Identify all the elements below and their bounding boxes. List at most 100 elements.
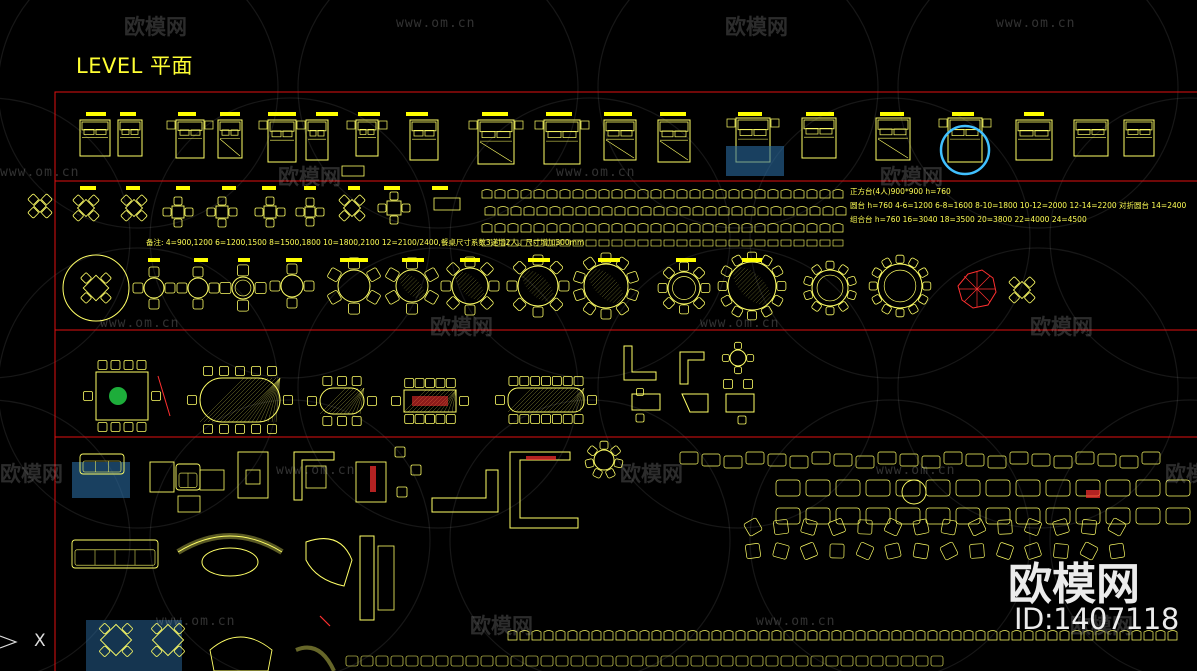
armchair bbox=[1167, 630, 1178, 641]
chair bbox=[771, 265, 784, 278]
lounge-chair bbox=[800, 542, 818, 560]
loveseat bbox=[925, 479, 951, 497]
hatch bbox=[592, 272, 606, 286]
label-bar bbox=[406, 112, 428, 116]
runner bbox=[412, 396, 448, 406]
label-bar bbox=[86, 112, 106, 116]
label-bar bbox=[262, 186, 276, 190]
stool bbox=[728, 239, 740, 247]
chair bbox=[307, 396, 317, 406]
chair bbox=[693, 297, 706, 310]
stool bbox=[611, 239, 623, 247]
chair bbox=[276, 207, 286, 217]
armchair bbox=[679, 206, 691, 216]
label-bar bbox=[604, 112, 632, 116]
armchair bbox=[689, 189, 701, 199]
chair bbox=[121, 645, 133, 657]
chair bbox=[354, 194, 366, 206]
chair bbox=[410, 464, 422, 476]
hatch bbox=[741, 275, 759, 293]
chair bbox=[895, 254, 905, 264]
hatch bbox=[327, 387, 355, 415]
chair bbox=[120, 210, 132, 222]
armchair bbox=[723, 630, 734, 641]
lounge-chair bbox=[745, 543, 761, 559]
stool bbox=[780, 655, 794, 667]
chair bbox=[868, 281, 878, 291]
chair bbox=[173, 623, 185, 635]
chair bbox=[348, 257, 360, 270]
diagonal-table-set bbox=[27, 193, 53, 219]
chair bbox=[530, 376, 541, 386]
bed-headboard bbox=[269, 121, 295, 132]
round-table-set bbox=[132, 266, 176, 310]
armchair bbox=[481, 189, 493, 199]
chair bbox=[83, 391, 93, 401]
hatch bbox=[275, 377, 281, 423]
blanket-fold bbox=[219, 138, 241, 157]
stool bbox=[624, 239, 636, 247]
watermark-brand: 欧模网 bbox=[880, 165, 943, 189]
chair bbox=[305, 197, 315, 207]
hatch bbox=[458, 274, 470, 286]
bed-symbol bbox=[166, 119, 214, 159]
watermark-circle bbox=[149, 399, 431, 671]
chair bbox=[354, 210, 366, 222]
chair bbox=[803, 290, 814, 300]
bed-symbol bbox=[409, 119, 439, 161]
stool bbox=[572, 239, 584, 247]
diagonal-table-set bbox=[1008, 276, 1036, 304]
hatch bbox=[601, 281, 618, 298]
chair bbox=[592, 468, 603, 479]
armchair bbox=[1131, 630, 1142, 641]
lounge-chair bbox=[1081, 519, 1097, 535]
loveseat bbox=[1135, 507, 1161, 525]
round-table-top bbox=[187, 277, 209, 299]
hatch bbox=[593, 273, 609, 289]
sofa-frame bbox=[79, 453, 125, 475]
lounge-chair bbox=[743, 517, 763, 537]
armchair bbox=[639, 630, 650, 641]
stool bbox=[360, 655, 374, 667]
square-table bbox=[32, 198, 48, 214]
chair bbox=[136, 210, 148, 222]
curved-sofa-edge bbox=[177, 535, 283, 553]
chair bbox=[662, 297, 675, 310]
hatch bbox=[455, 271, 464, 280]
loveseat bbox=[835, 479, 861, 497]
hatch bbox=[331, 387, 359, 415]
armchair bbox=[687, 630, 698, 641]
umbrella-rib bbox=[964, 288, 978, 302]
ottoman bbox=[899, 453, 919, 467]
chair bbox=[825, 260, 835, 270]
armchair bbox=[771, 630, 782, 641]
bed-symbol bbox=[534, 119, 590, 165]
chair bbox=[635, 413, 645, 423]
chair bbox=[136, 194, 148, 206]
watermark-brand: 欧模网 bbox=[620, 462, 683, 486]
layout-frame bbox=[54, 91, 1197, 671]
bed-frame bbox=[117, 119, 143, 157]
chair bbox=[100, 292, 112, 304]
bed-frame bbox=[175, 119, 205, 159]
round-table-set bbox=[327, 257, 381, 315]
sofa-symbol bbox=[175, 463, 201, 491]
armchair bbox=[741, 223, 753, 233]
pillow bbox=[965, 129, 979, 136]
label-bar bbox=[742, 258, 762, 262]
armchair bbox=[702, 223, 714, 233]
watermark-brand: 欧模网 bbox=[278, 165, 341, 189]
armchair bbox=[987, 630, 998, 641]
lounge-chair bbox=[1024, 542, 1042, 560]
loveseat bbox=[835, 507, 861, 525]
centerpiece bbox=[109, 387, 127, 405]
armchair bbox=[692, 206, 704, 216]
armchair bbox=[562, 206, 574, 216]
stool bbox=[795, 655, 809, 667]
chair bbox=[72, 194, 84, 206]
chair bbox=[519, 376, 530, 386]
rect-table-set bbox=[307, 376, 377, 426]
armchair bbox=[1011, 630, 1022, 641]
stool bbox=[765, 655, 779, 667]
